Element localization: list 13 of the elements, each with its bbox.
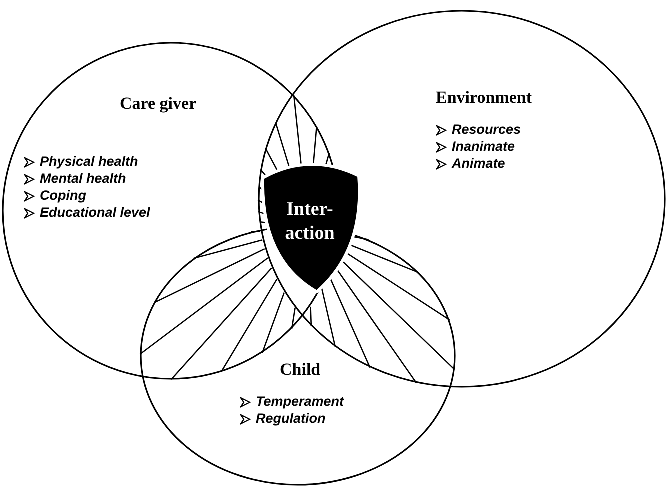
list-item: Physical health [40, 154, 138, 169]
circle-heading: Care giver [120, 94, 197, 114]
list-item: Regulation [256, 411, 326, 426]
list-item: Animate [452, 156, 506, 171]
interaction-label: Inter-action [284, 198, 336, 246]
list-item: Resources [452, 122, 522, 137]
circle-heading: Child [280, 360, 321, 380]
list-item: Mental health [40, 171, 126, 186]
list-item: Temperament [256, 394, 344, 409]
list-item: Inanimate [452, 139, 516, 154]
list-item: Educational level [40, 205, 150, 220]
circle-heading: Environment [436, 88, 532, 108]
list-item: Coping [40, 188, 86, 203]
